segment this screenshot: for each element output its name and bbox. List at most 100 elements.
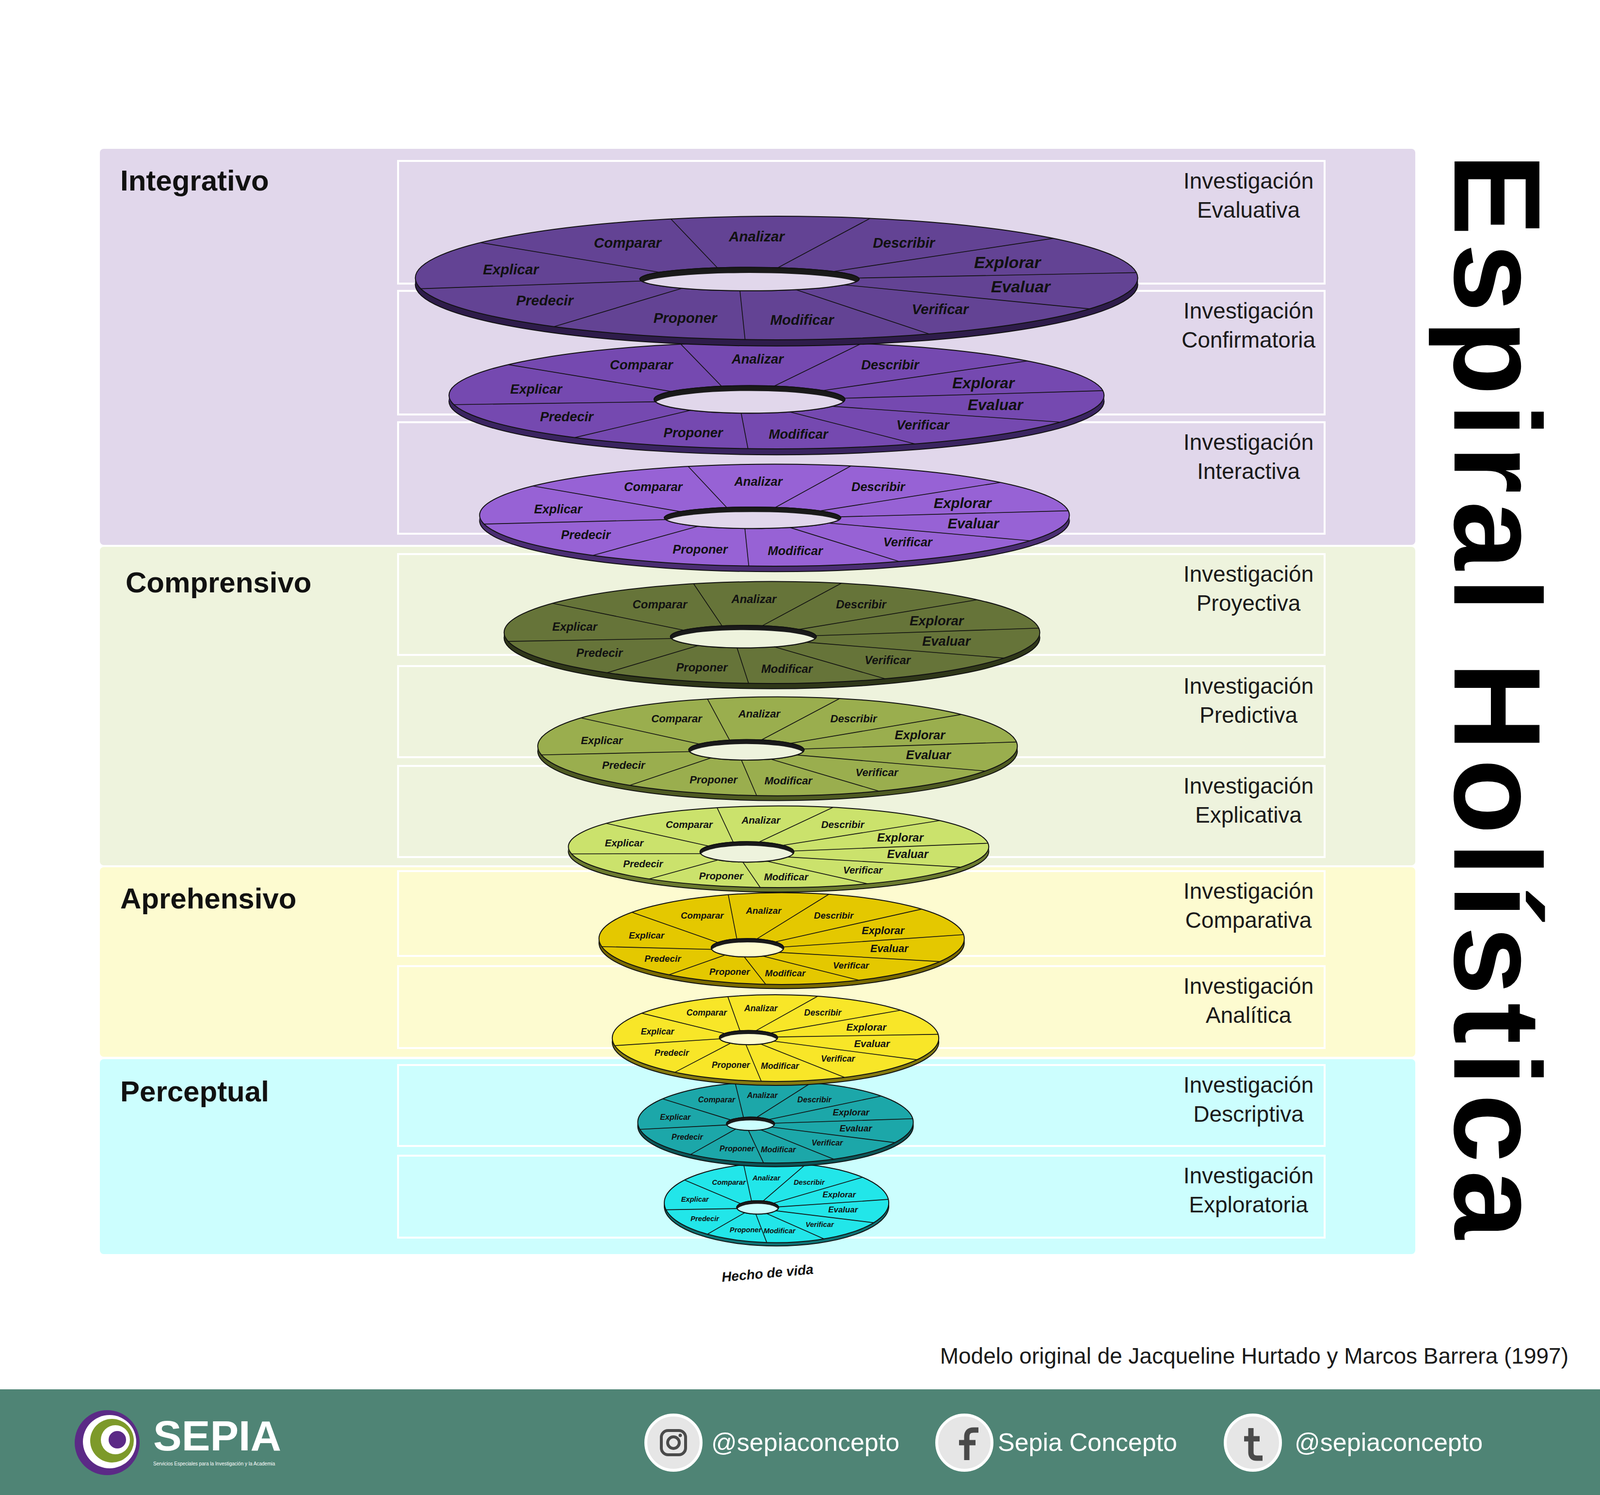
- action-label-anchor: Comparar: [698, 1095, 736, 1105]
- action-label-anchor: Verificar: [855, 767, 898, 779]
- action-label-anchor: Analizar: [734, 474, 783, 489]
- ring-face: [537, 696, 1018, 796]
- action-label: Analizar: [747, 1091, 778, 1101]
- level-heading: Perceptual: [120, 1074, 270, 1110]
- diagram-title-anchor: Espiral Holística: [1435, 153, 1560, 1248]
- segment-divider: [571, 853, 701, 855]
- ring-hole: [726, 1117, 775, 1135]
- action-label: Proponer: [663, 425, 723, 441]
- hole-ground: [711, 942, 784, 961]
- action-label: Comparar: [698, 1095, 736, 1105]
- hole-ground: [640, 272, 860, 297]
- research-type: Investigación Interactiva: [1175, 428, 1322, 487]
- spiral-ring: [612, 994, 939, 1086]
- hole-ground: [719, 1034, 778, 1049]
- icon-glyph: [959, 1430, 979, 1461]
- action-label: Explorar: [877, 832, 924, 845]
- segment-divider: [728, 895, 737, 940]
- spiral-ring: [479, 464, 1070, 573]
- action-label: Modificar: [770, 311, 834, 328]
- hole-edge: [736, 1200, 779, 1215]
- action-label-anchor: Comparar: [712, 1178, 746, 1187]
- action-label-anchor: Describir: [872, 235, 935, 251]
- segment-divider: [741, 413, 749, 449]
- ring-face: [479, 464, 1070, 567]
- action-label: Comparar: [593, 235, 662, 251]
- origin-label: Hecho de vida: [720, 1262, 815, 1286]
- action-label-anchor: Modificar: [765, 968, 806, 979]
- action-label-anchor: Explicar: [510, 382, 562, 397]
- action-label: Modificar: [760, 1145, 796, 1155]
- logo-gap-inner: [100, 1425, 130, 1455]
- segment-divider: [739, 290, 746, 340]
- action-label: Analizar: [731, 592, 777, 606]
- action-label-anchor: Describir: [830, 713, 877, 725]
- action-label-anchor: Predecir: [576, 646, 624, 659]
- ring-face: [504, 581, 1040, 684]
- hole-ground: [700, 846, 795, 867]
- action-label: Modificar: [763, 1227, 796, 1235]
- action-label-anchor: Explorar: [877, 832, 924, 845]
- social-handle-anchor: @sepiaconcepto: [1294, 1426, 1483, 1460]
- action-label-anchor: Comparar: [680, 911, 724, 922]
- action-label: Verificar: [843, 864, 883, 877]
- segment-divider: [483, 519, 666, 525]
- research-type: Investigación Proyectiva: [1175, 560, 1322, 619]
- action-label: Explicar: [640, 1027, 675, 1037]
- caption-anchor: Modelo original de Jacqueline Hurtado y …: [940, 1342, 1569, 1372]
- hole-ground: [654, 390, 846, 419]
- action-label: Verificar: [911, 301, 969, 318]
- action-label-anchor: Evaluar: [870, 943, 909, 955]
- action-label-anchor: Predecir: [690, 1214, 720, 1224]
- action-label-anchor: Explicar: [604, 837, 644, 849]
- social-handle: @sepiaconcepto: [711, 1426, 900, 1460]
- action-label-anchor: Proponer: [672, 542, 728, 557]
- segment-divider: [777, 1034, 938, 1038]
- action-label: Proponer: [653, 310, 718, 326]
- action-label: Explorar: [974, 253, 1041, 272]
- action-label: Explorar: [832, 1107, 870, 1118]
- action-label-anchor: Modificar: [761, 662, 813, 676]
- instagram-icon: [645, 1415, 702, 1471]
- action-label-anchor: Verificar: [843, 864, 883, 877]
- diagram-title: Espiral Holística: [1435, 153, 1560, 1248]
- segment-divider: [680, 344, 722, 387]
- action-label-anchor: Comparar: [651, 713, 703, 725]
- action-label-anchor: Verificar: [896, 417, 950, 432]
- ring-face: [637, 1081, 913, 1164]
- ring-hole: [736, 1200, 779, 1217]
- action-label-anchor: Modificar: [760, 1061, 800, 1072]
- research-type: Investigación Analítica: [1175, 972, 1322, 1031]
- logo-core: [108, 1431, 127, 1449]
- action-label-anchor: Describir: [835, 598, 887, 611]
- action-label: Evaluar: [922, 634, 971, 649]
- action-label-anchor: Predecir: [515, 292, 574, 309]
- segment-divider: [773, 1177, 863, 1204]
- action-label-anchor: Comparar: [593, 235, 662, 251]
- action-label-anchor: Evaluar: [906, 748, 951, 762]
- ring-hole: [719, 1030, 778, 1049]
- action-label-anchor: Explicar: [681, 1195, 709, 1204]
- social-handle-anchor: @sepiaconcepto: [711, 1426, 900, 1460]
- segment-divider: [858, 272, 1137, 278]
- action-label: Modificar: [761, 662, 813, 676]
- action-label-anchor: Explorar: [909, 613, 964, 629]
- ring-face: [612, 994, 939, 1082]
- spiral-ring: [598, 893, 964, 990]
- action-label-anchor: Describir: [851, 480, 906, 494]
- action-label-anchor: Verificar: [832, 960, 869, 971]
- hole-edge: [654, 385, 846, 414]
- spiral-ring: [637, 1081, 913, 1168]
- action-label: Verificar: [811, 1138, 843, 1148]
- action-label-anchor: Verificar: [811, 1138, 843, 1148]
- action-label-anchor: Explorar: [832, 1107, 870, 1118]
- action-label-anchor: Describir: [821, 819, 865, 831]
- research-type: Investigación Explicativa: [1175, 771, 1322, 831]
- action-label: Evaluar: [947, 515, 1000, 532]
- research-box: Investigación Exploratoria: [397, 1154, 1326, 1239]
- band-fill: [99, 1059, 1416, 1255]
- brand-name-anchor: SEPIA: [153, 1414, 282, 1458]
- hole-edge: [640, 267, 860, 291]
- action-label-anchor: Proponer: [663, 425, 723, 441]
- ring-hole: [700, 841, 795, 866]
